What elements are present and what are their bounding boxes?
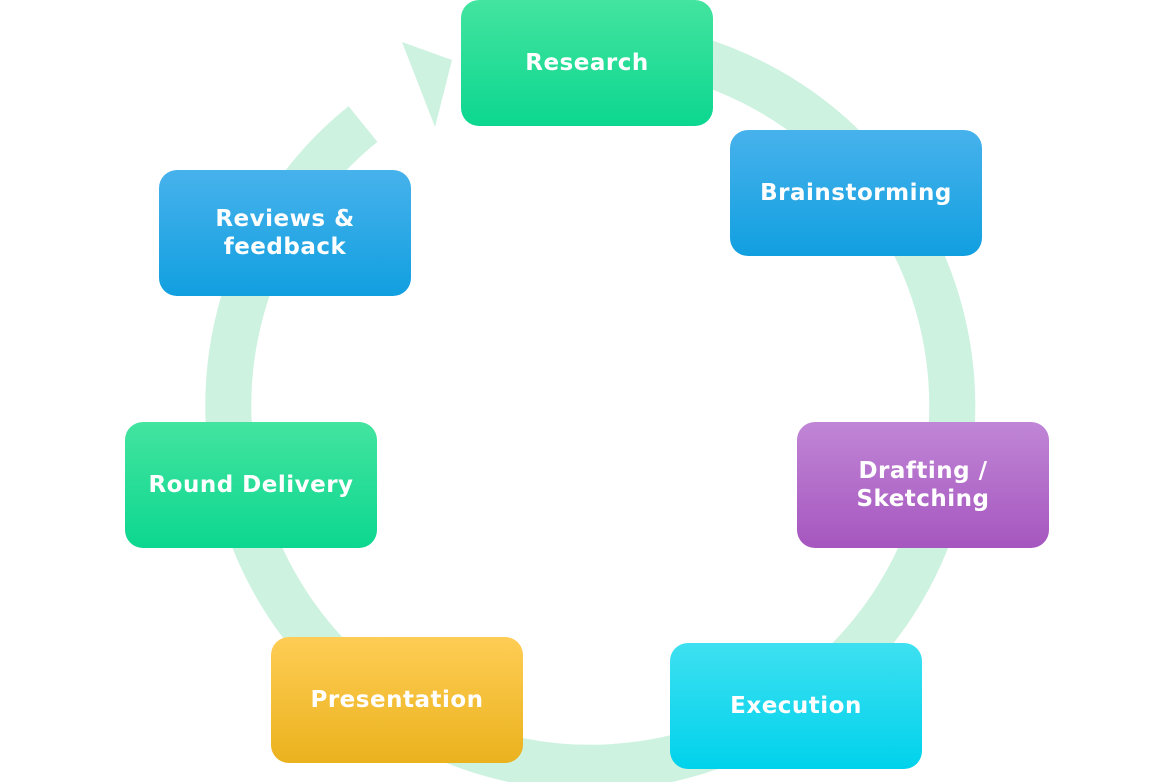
step-drafting-sketching-label: Drafting / Sketching (856, 458, 990, 512)
step-research: Research (461, 0, 713, 126)
step-execution-label: Execution (730, 693, 862, 719)
step-round-delivery: Round Delivery (125, 422, 377, 548)
step-reviews-feedback: Reviews & feedback (159, 170, 411, 296)
step-research-label: Research (525, 50, 649, 76)
step-brainstorming: Brainstorming (730, 130, 982, 256)
step-brainstorming-label: Brainstorming (760, 180, 952, 206)
step-presentation-label: Presentation (310, 687, 484, 713)
step-round-delivery-label: Round Delivery (148, 472, 354, 498)
step-execution: Execution (670, 643, 922, 769)
step-drafting-sketching: Drafting / Sketching (797, 422, 1049, 548)
cycle-arrowhead (402, 42, 452, 127)
step-reviews-feedback-label: Reviews & feedback (215, 206, 355, 260)
step-presentation: Presentation (271, 637, 523, 763)
